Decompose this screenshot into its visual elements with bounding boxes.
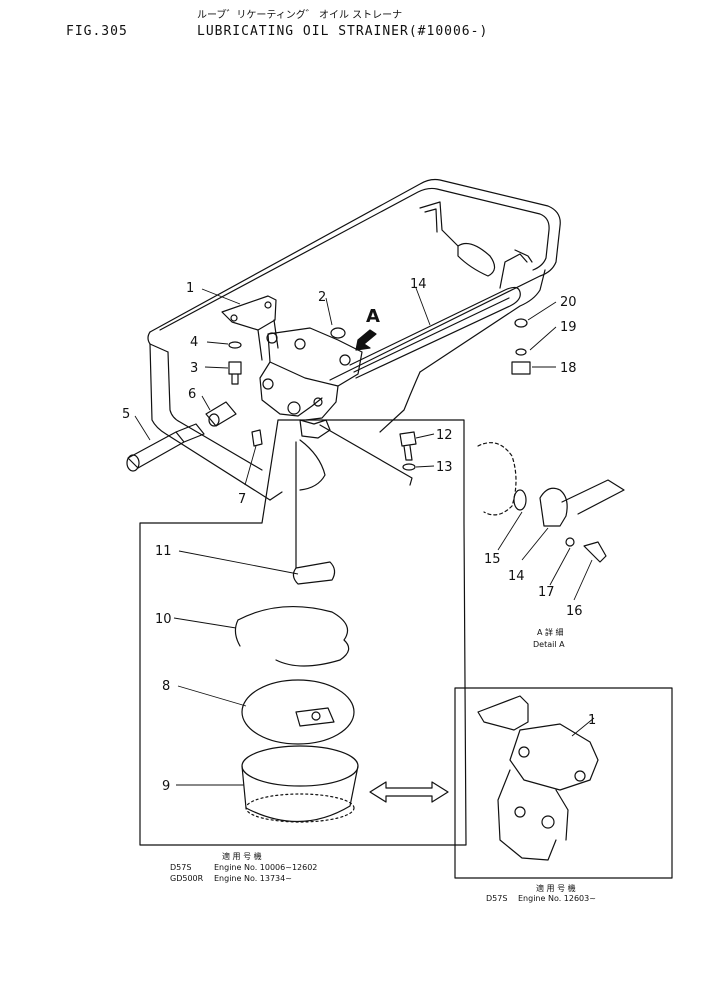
- alt-engine-1: Engine No. 12603~: [518, 894, 596, 903]
- alt-callout-1: 1: [588, 713, 596, 728]
- detail-a-sketch: [477, 442, 625, 563]
- shaft-5: [127, 423, 205, 469]
- strainer-engine-1: Engine No. 10006~12602: [214, 863, 318, 872]
- callout-1: 1: [186, 281, 194, 296]
- gear-6: [205, 401, 237, 427]
- title-english: LUBRICATING OIL STRAINER(#10006-): [197, 24, 489, 39]
- callout-15: 15: [484, 552, 501, 567]
- detail-callout-14: 14: [508, 569, 525, 584]
- washer-4: [228, 341, 242, 349]
- callout-4: 4: [190, 335, 198, 350]
- callout-6: 6: [188, 387, 196, 402]
- callout-12: 12: [436, 428, 453, 443]
- alt-model-1: D57S: [486, 894, 508, 903]
- interchange-arrow: [369, 781, 449, 803]
- callout-3: 3: [190, 361, 198, 376]
- oil-pump: [221, 295, 363, 569]
- alt-box-frame: [454, 687, 673, 879]
- callout-numbers: 1 2 3 4 5 6 7 8 9 10 11 12 13 14 15 16 1…: [122, 277, 596, 794]
- shaft-5-end: [126, 454, 140, 472]
- strainer-cup-9: [241, 745, 359, 823]
- callout-13: 13: [436, 460, 453, 475]
- strainer-model-2: GD500R: [170, 874, 204, 883]
- bolt-3: [228, 361, 242, 385]
- callout-16: 16: [566, 604, 583, 619]
- pin-7: [251, 429, 263, 447]
- view-arrow-a: [355, 329, 377, 351]
- strainer-box-frame: [139, 419, 467, 846]
- strainer-model-1: D57S: [170, 863, 192, 872]
- o-ring: [330, 327, 346, 339]
- figure-number: FIG.305: [66, 24, 128, 39]
- callout-7: 7: [238, 492, 246, 507]
- strainer-engine-2: Engine No. 13734~: [214, 874, 292, 883]
- callout-10: 10: [155, 612, 172, 627]
- view-marker-a: A: [366, 306, 380, 327]
- leader-lines: [134, 287, 595, 786]
- gasket-11: [292, 561, 336, 585]
- screen-10: [234, 605, 350, 667]
- callout-2: 2: [318, 290, 326, 305]
- title-japanese: ルーブ゛リケーティング゛ オイル ストレーナ: [197, 10, 403, 21]
- callout-5: 5: [122, 407, 130, 422]
- alt-pump: [477, 695, 599, 861]
- washer-13: [402, 463, 416, 471]
- plate-8-flange: [295, 707, 335, 727]
- callout-18: 18: [560, 361, 577, 376]
- callout-11: 11: [155, 544, 172, 559]
- gear-6-bore: [208, 413, 220, 427]
- suction-pipe: [349, 201, 533, 379]
- callout-14: 14: [410, 277, 427, 292]
- callout-9: 9: [162, 779, 170, 794]
- callout-19: 19: [560, 320, 577, 335]
- clamp-bolts: [511, 318, 531, 375]
- bolt-12: [399, 431, 417, 461]
- detail-a-label-en: Detail A: [533, 640, 565, 649]
- callout-8: 8: [162, 679, 170, 694]
- callout-17: 17: [538, 585, 555, 600]
- alt-serial-jp: 適 用 号 機: [536, 884, 576, 893]
- detail-a-label-jp: A 詳 細: [537, 628, 564, 637]
- strainer-serial-jp: 適 用 号 機: [222, 852, 262, 861]
- plate-8: [241, 679, 355, 745]
- callout-20: 20: [560, 295, 577, 310]
- oil-pan: [147, 178, 561, 501]
